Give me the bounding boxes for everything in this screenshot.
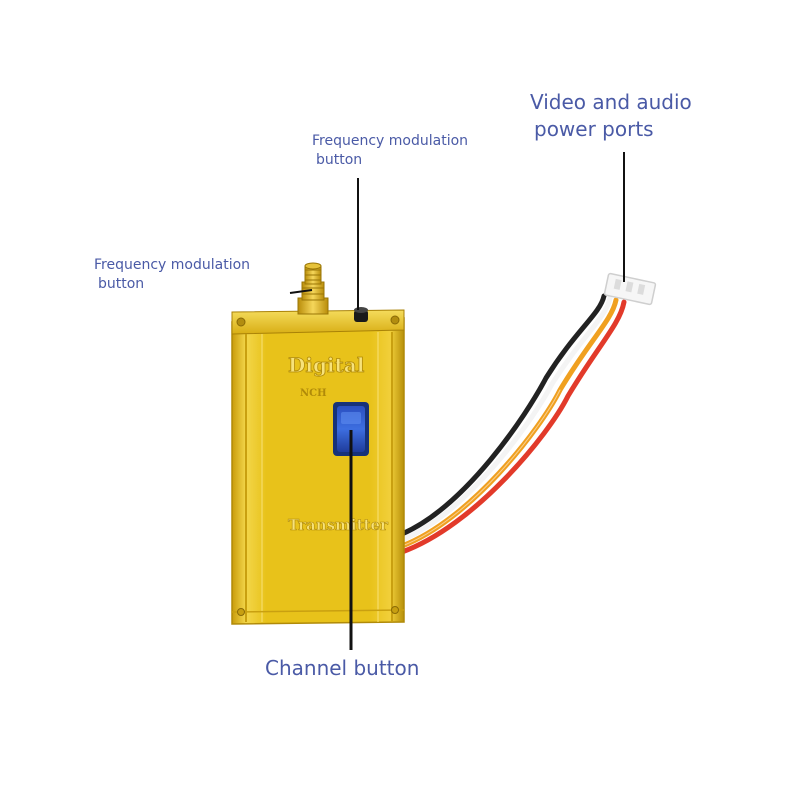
channel-button[interactable] — [333, 402, 369, 456]
callout-line: button — [316, 151, 363, 168]
callout-line: Frequency modulation — [312, 133, 469, 149]
connector-plug — [603, 272, 657, 306]
callout-frequency-modulation-left: Frequency modulation button — [94, 256, 250, 294]
callout-line: Frequency modulation — [94, 257, 251, 273]
screw-icon — [236, 317, 246, 327]
callout-line: Channel button — [265, 656, 420, 680]
screw-icon — [391, 606, 399, 614]
callout-channel-button: Channel button — [265, 655, 419, 682]
callout-line: Video and audio — [530, 90, 692, 114]
callout-frequency-modulation-top: Frequency modulation button — [312, 132, 468, 170]
brand-label: Digital — [288, 353, 365, 377]
wire-red — [399, 299, 627, 555]
screw-icon — [237, 608, 245, 616]
wire-black — [399, 293, 607, 537]
antenna-connector — [297, 262, 329, 315]
callout-video-audio-power-ports: Video and audio power ports — [530, 89, 692, 143]
wire-bundle — [399, 293, 627, 555]
callout-line: power ports — [534, 117, 654, 141]
leader-lines — [289, 152, 625, 650]
screw-icon — [390, 315, 400, 325]
wire-white — [399, 295, 613, 543]
callout-line: button — [98, 275, 145, 292]
frequency-modulation-button[interactable] — [354, 307, 368, 322]
leader-line-left — [289, 289, 313, 294]
type-label: Transmitter — [288, 516, 389, 534]
model-label: NCH — [300, 388, 327, 399]
